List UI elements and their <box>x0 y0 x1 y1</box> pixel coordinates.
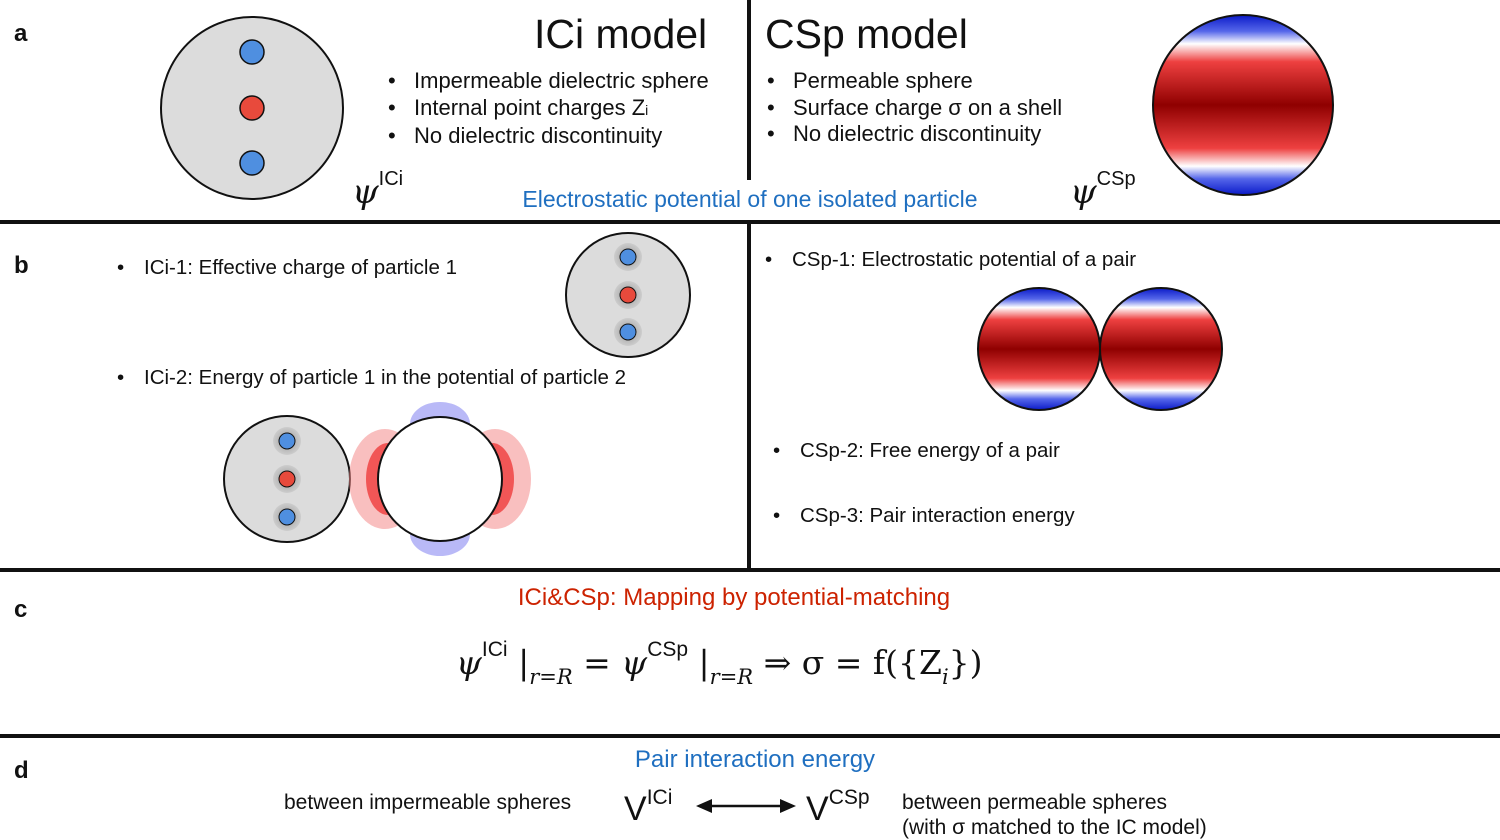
ici-bullet-2: Internal point charges Zi <box>388 95 709 124</box>
csp-3-text: CSp-3: Pair interaction energy <box>773 504 1075 528</box>
ici-sphere-a <box>160 16 344 200</box>
csp-2-text: CSp-2: Free energy of a pair <box>773 439 1060 463</box>
csp-bullet-1: Permeable sphere <box>767 68 1062 95</box>
ici-bullet-1: Impermeable dielectric sphere <box>388 68 709 95</box>
psi-ici-label: ψICi <box>352 168 404 212</box>
caption-isolated-particle: Electrostatic potential of one isolated … <box>522 186 978 212</box>
csp-bullet-2: Surface charge σ on a shell <box>767 95 1062 122</box>
charge-red-center <box>239 95 265 121</box>
ici-bullet-list: Impermeable dielectric sphere Internal p… <box>388 68 709 150</box>
csp-sphere-a <box>1152 14 1334 196</box>
ici-bullet-3: No dielectric discontinuity <box>388 123 709 150</box>
ici-sphere-b2 <box>223 415 351 543</box>
pair-energy-title: Pair interaction energy <box>634 746 876 773</box>
csp-bullet-list: Permeable sphere Surface charge σ on a s… <box>767 68 1062 148</box>
panel-label-c: c <box>14 596 28 623</box>
panel-label-a: a <box>14 20 28 47</box>
panel-label-b: b <box>14 252 29 279</box>
probe-sphere <box>377 416 503 542</box>
v-ici-symbol: VICi <box>624 786 673 828</box>
csp-1-text: CSp-1: Electrostatic potential of a pair <box>765 248 1136 272</box>
csp-sphere-pair-left <box>977 287 1101 411</box>
impermeable-text: between impermeable spheres <box>284 791 572 814</box>
potential-lobes <box>349 402 531 556</box>
csp-bullet-3: No dielectric discontinuity <box>767 121 1062 148</box>
separator-c-d <box>0 734 1500 738</box>
csp-model-title: CSp model <box>765 11 968 57</box>
panel-label-d: d <box>14 757 29 784</box>
separator-b-c <box>0 568 1500 572</box>
permeable-text: between permeable spheres (with σ matche… <box>902 790 1207 840</box>
ici-2-text: ICi-2: Energy of particle 1 in the poten… <box>117 366 626 390</box>
divider-a <box>747 0 751 180</box>
ici-model-title: ICi model <box>534 11 708 57</box>
divider-b <box>747 222 751 568</box>
ici-1-text: ICi-1: Effective charge of particle 1 <box>117 256 457 280</box>
zi-subscript: i <box>645 101 649 118</box>
psi-csp-label: ψCSp <box>1070 168 1136 212</box>
csp-sphere-pair-right <box>1099 287 1223 411</box>
charge-blue-bottom <box>239 150 265 176</box>
permeable-text-line-2: (with σ matched to the IC model) <box>902 816 1207 839</box>
potential-matching-equation: ψICi |r=R = ψCSp |r=R ⇒ σ = f({Zi}) <box>456 638 983 689</box>
double-arrow-icon <box>696 799 796 813</box>
permeable-text-line-1: between permeable spheres <box>902 791 1168 814</box>
v-csp-symbol: VCSp <box>806 786 870 828</box>
mapping-title: ICi&CSp: Mapping by potential-matching <box>517 584 951 611</box>
charge-blue-top <box>239 39 265 65</box>
ici-sphere-b1 <box>565 232 691 358</box>
